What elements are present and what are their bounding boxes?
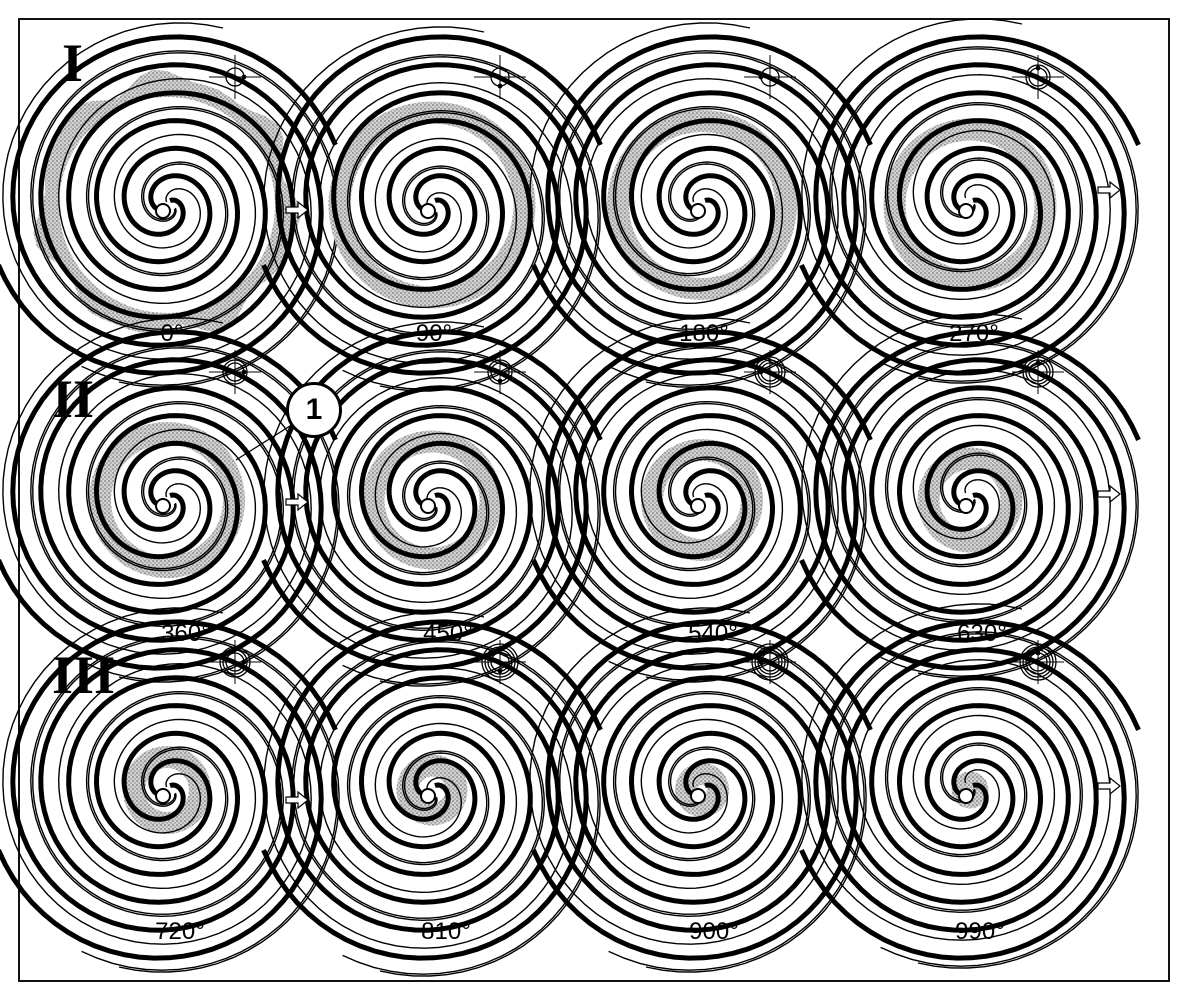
orbit-indicator-dot xyxy=(759,370,764,375)
angle-label-90: 90° xyxy=(384,322,484,346)
angle-label-720: 720° xyxy=(130,920,230,944)
angle-label-180: 180° xyxy=(654,322,754,346)
discharge-port xyxy=(156,499,170,513)
orbit-indicator-dot xyxy=(759,75,764,80)
row-label-2: II xyxy=(52,372,94,426)
angle-label-630: 630° xyxy=(932,622,1032,646)
discharge-port xyxy=(156,204,170,218)
discharge-port xyxy=(691,204,705,218)
angle-label-0: 0° xyxy=(122,322,222,346)
orbit-indicator-dot xyxy=(242,660,247,665)
discharge-port xyxy=(959,789,973,803)
angle-label-270: 270° xyxy=(924,322,1024,346)
angle-label-450: 450° xyxy=(398,622,498,646)
discharge-port xyxy=(421,789,435,803)
orbit-indicator-dot xyxy=(759,660,764,665)
orbit-indicator-dot xyxy=(242,370,247,375)
orbit-indicator-dot xyxy=(1036,66,1041,71)
orbit-indicator-dot xyxy=(1036,361,1041,366)
orbit-indicator-dot xyxy=(1036,651,1041,656)
orbit-indicator-dot xyxy=(498,669,503,674)
angle-label-360: 360° xyxy=(136,622,236,646)
row-label-3: III xyxy=(52,648,115,702)
discharge-port xyxy=(421,204,435,218)
orbit-indicator-dot xyxy=(498,379,503,384)
discharge-port xyxy=(421,499,435,513)
callout-1: 1 xyxy=(286,382,342,438)
angle-label-810: 810° xyxy=(396,920,496,944)
angle-label-900: 900° xyxy=(664,920,764,944)
discharge-port xyxy=(691,789,705,803)
angle-label-990: 990° xyxy=(930,920,1030,944)
orbit-indicator-dot xyxy=(242,75,247,80)
discharge-port xyxy=(156,789,170,803)
compression-pocket xyxy=(371,102,535,298)
discharge-port xyxy=(959,204,973,218)
discharge-port xyxy=(691,499,705,513)
row-label-1: I xyxy=(62,36,83,90)
discharge-port xyxy=(959,499,973,513)
angle-label-540: 540° xyxy=(663,622,763,646)
orbit-indicator-dot xyxy=(498,84,503,89)
